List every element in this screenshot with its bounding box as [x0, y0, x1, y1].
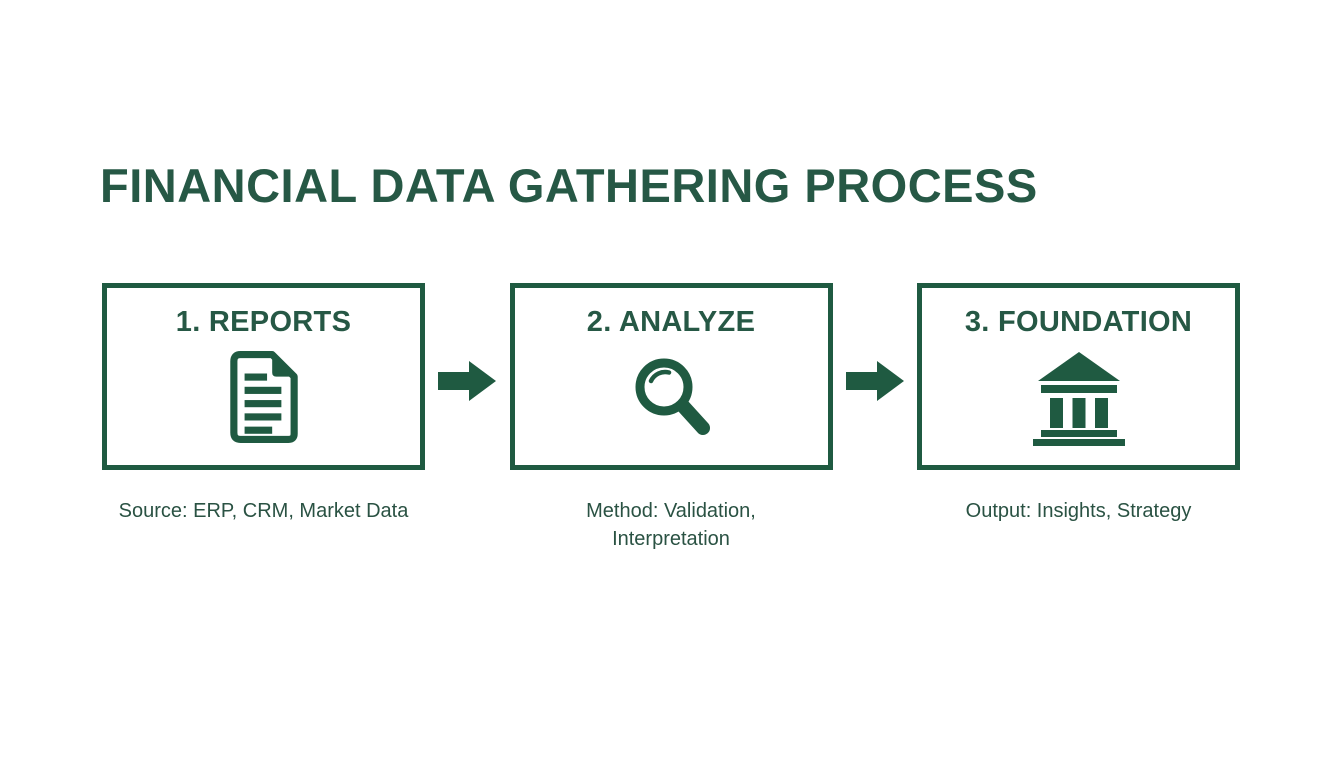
right-arrow-icon: [425, 358, 510, 404]
step-reports-caption: Source: ERP, CRM, Market Data: [118, 500, 409, 522]
magnifier-icon: [626, 339, 716, 465]
step-analyze-box: 2. ANALYZE: [509, 283, 833, 470]
bank-icon: [1031, 339, 1127, 465]
step-reports-box: 1. REPORTS: [102, 283, 425, 470]
step-foundation-box: 3. FOUNDATION: [917, 283, 1240, 470]
step-reports-label: 1. REPORTS: [175, 306, 352, 338]
step-foundation-caption: Output: Insights, Strategy: [965, 500, 1192, 522]
process-flow: 1. REPORTS Source: ERP, CRM, Market Data: [102, 283, 1240, 553]
step-foundation-label: 3. FOUNDATION: [964, 306, 1193, 338]
step-reports: 1. REPORTS Source: ERP, CRM, Market Data: [102, 283, 425, 525]
step-analyze: 2. ANALYZE Method: Validation, Interpret…: [509, 283, 833, 553]
document-icon: [228, 339, 300, 465]
step-foundation: 3. FOUNDATION Output: Insights, Strategy: [917, 283, 1240, 525]
step-analyze-caption: Method: Validation, Interpretation: [586, 500, 756, 550]
page-title: FINANCIAL DATA GATHERING PROCESS: [100, 159, 1038, 212]
right-arrow-icon: [833, 358, 918, 404]
step-analyze-label: 2. ANALYZE: [586, 306, 756, 338]
